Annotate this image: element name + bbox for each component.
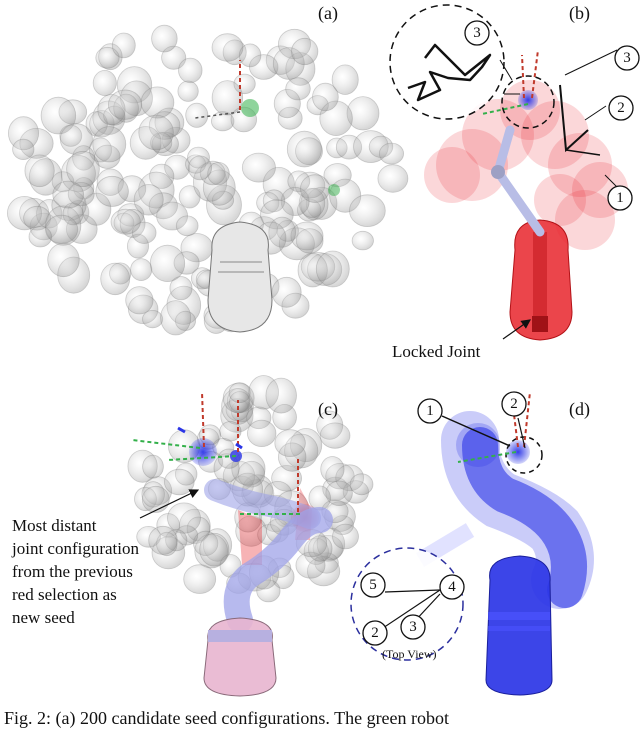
ghost-configuration: [167, 502, 201, 534]
panel-a-robot-cloud: [6, 24, 409, 336]
ghost-configuration: [185, 102, 209, 128]
figure-caption: Fig. 2: (a) 200 candidate seed configura…: [4, 708, 450, 728]
seed-note-line: new seed: [12, 608, 75, 627]
ghost-configuration: [52, 180, 84, 209]
ghost-configuration: [178, 57, 203, 84]
ghost-configuration: [300, 174, 331, 203]
robot-base-a: [207, 221, 273, 333]
ghost-configuration: [377, 164, 409, 193]
ghost-configuration: [151, 24, 178, 53]
ghost-configuration: [100, 262, 131, 296]
ghost-configuration: [211, 80, 244, 116]
panel-label-d: (d): [569, 399, 590, 419]
marker-b-1: 1: [616, 190, 624, 206]
panel-label-b: (b): [569, 3, 590, 23]
marker-d-3: 3: [409, 619, 417, 635]
trajectory-zoom-b: [407, 43, 492, 102]
marker-b-3-zoom: 3: [473, 25, 481, 41]
panel-b-red-robot: [389, 4, 628, 341]
ghost-configuration: [125, 286, 154, 315]
panel-label-c: (c): [318, 399, 338, 419]
ghost-configuration: [315, 250, 350, 288]
ghost-configuration: [290, 221, 324, 251]
ghost-configuration: [286, 130, 322, 168]
panel-c-robot: [127, 375, 374, 697]
locked-joint-label: Locked Joint: [392, 342, 481, 361]
zoom-ring-large-b: [389, 4, 505, 120]
ghost-configuration: [187, 155, 212, 181]
ghost-configuration: [349, 194, 386, 228]
markers-d: [360, 391, 527, 646]
marker-d-1: 1: [426, 403, 434, 419]
ghost-configuration: [331, 64, 359, 95]
seed-note-line: Most distant: [12, 516, 97, 535]
ghost-configuration: [241, 152, 276, 183]
ghost-configuration: [320, 456, 345, 483]
ghost-configuration: [332, 523, 359, 550]
locked-joint-block: [532, 316, 548, 332]
ghost-configuration: [40, 96, 77, 135]
ghost-configuration: [59, 123, 93, 155]
ghost-configuration: [219, 421, 242, 442]
ghost-configuration: [141, 485, 170, 513]
ghost-configuration: [228, 382, 251, 404]
ghost-configuration: [211, 33, 244, 62]
ghost-configuration: [312, 82, 339, 112]
ghost-configuration: [130, 258, 153, 282]
ghost-configuration: [148, 525, 178, 555]
ghost-configuration: [92, 126, 127, 163]
ghost-configuration: [66, 150, 100, 188]
zoom-ring-small-b: [501, 75, 555, 129]
ghost-configuration: [47, 242, 80, 278]
ghost-configuration: [199, 532, 230, 567]
ghost-configuration: [291, 37, 319, 66]
ghost-configuration: [247, 419, 277, 447]
ghost-configuration: [12, 138, 35, 160]
ghost-configuration: [175, 215, 199, 237]
ghost-configuration: [160, 300, 192, 336]
ghost-configuration: [142, 454, 164, 479]
marker-d-2-zoom: 2: [371, 625, 379, 641]
seed-note-line: joint configuration: [12, 539, 140, 558]
ghost-configuration: [177, 80, 199, 102]
ghost-configuration: [285, 77, 311, 101]
ghost-configuration: [92, 70, 117, 97]
ghost-configuration: [140, 86, 175, 119]
ghost-configuration: [24, 154, 55, 188]
marker-d-2: 2: [510, 396, 518, 412]
ghost-configuration: [111, 32, 136, 59]
ghost-configuration: [274, 429, 306, 458]
marker-b-3: 3: [623, 50, 631, 66]
seed-note: Most distant joint configuration from th…: [12, 514, 139, 629]
marker-b-2: 2: [617, 100, 625, 116]
ghost-configuration: [265, 377, 297, 414]
ghost-configuration: [164, 468, 195, 496]
ghost-configuration: [351, 230, 374, 251]
ghost-configuration: [378, 142, 404, 165]
marker-d-4: 4: [448, 579, 456, 595]
ghost-configuration: [138, 114, 174, 151]
seed-note-line: from the previous: [12, 562, 133, 581]
ghost-configuration: [169, 276, 193, 301]
seed-note-line: red selection as: [12, 585, 117, 604]
ghost-configuration: [95, 175, 129, 207]
panel-label-a: (a): [318, 3, 338, 23]
top-view-label: (Top View): [382, 647, 437, 661]
marker-d-5: 5: [369, 577, 377, 593]
ghost-configuration: [271, 276, 302, 308]
ghost-configuration: [142, 309, 164, 329]
ghost-configuration: [319, 422, 351, 449]
ghost-configuration: [133, 184, 164, 216]
markers-b: [464, 20, 640, 211]
ghost-configuration: [28, 225, 53, 248]
ghost-configuration: [149, 244, 186, 282]
green-seed-marker: [241, 99, 259, 117]
ghost-configuration: [107, 89, 143, 120]
ghost-configuration: [349, 473, 374, 496]
ghost-configuration: [183, 564, 217, 594]
ghost-configuration: [110, 208, 141, 235]
ghost-configuration: [95, 46, 120, 69]
